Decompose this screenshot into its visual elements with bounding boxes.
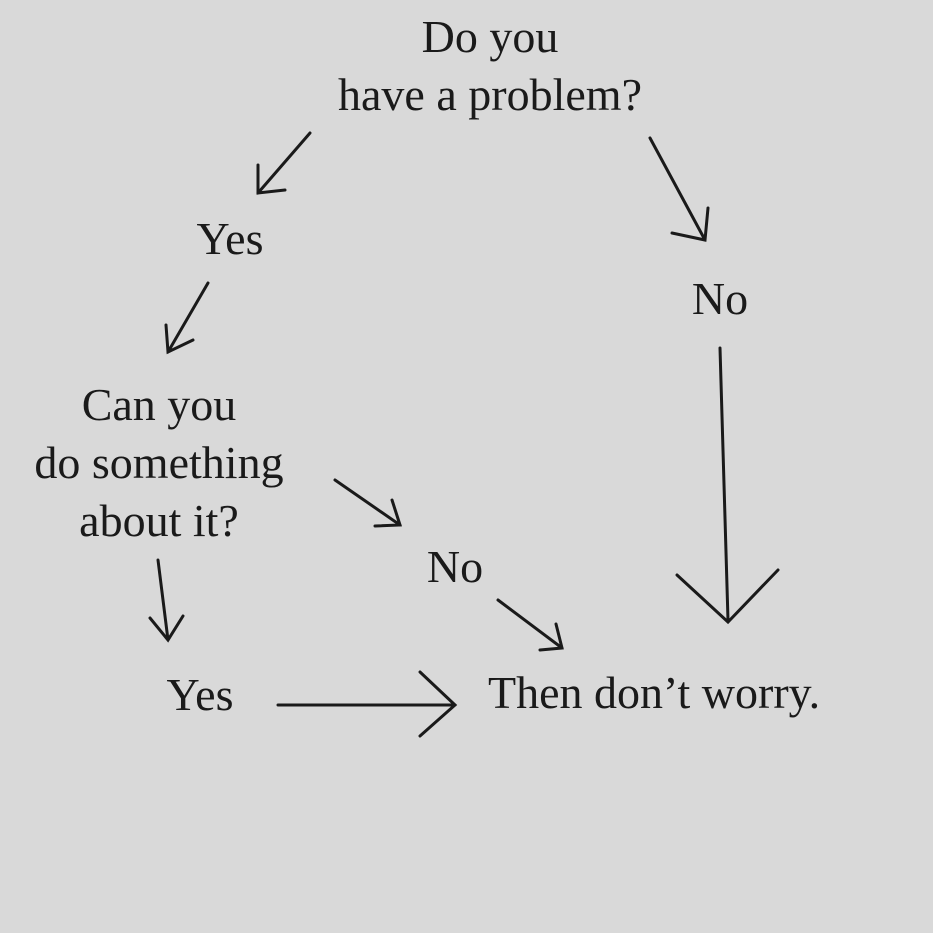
arrow-icon bbox=[256, 131, 312, 195]
answer-no-2: No bbox=[426, 541, 484, 592]
answer-yes-1: Yes bbox=[196, 213, 264, 264]
question-line: Do you bbox=[421, 11, 559, 62]
arrow-icon bbox=[164, 281, 210, 355]
arrow-icon bbox=[648, 136, 710, 242]
question-have-problem: Do you have a problem? bbox=[260, 8, 720, 124]
question-line: about it? bbox=[79, 495, 239, 546]
arrow-icon bbox=[148, 558, 185, 643]
arrow-icon bbox=[333, 478, 403, 528]
arrow-icon bbox=[675, 346, 780, 625]
arrow-icon bbox=[496, 598, 564, 652]
answer-yes-2: Yes bbox=[166, 669, 234, 720]
question-can-do-something: Can you do something about it? bbox=[0, 376, 318, 550]
arrow-icon bbox=[276, 670, 458, 738]
question-line: have a problem? bbox=[338, 69, 642, 120]
conclusion-text: Then don’t worry. bbox=[488, 667, 821, 718]
answer-no-1: No bbox=[691, 273, 749, 324]
question-line: Can you bbox=[81, 379, 237, 430]
question-line: do something bbox=[34, 437, 284, 488]
